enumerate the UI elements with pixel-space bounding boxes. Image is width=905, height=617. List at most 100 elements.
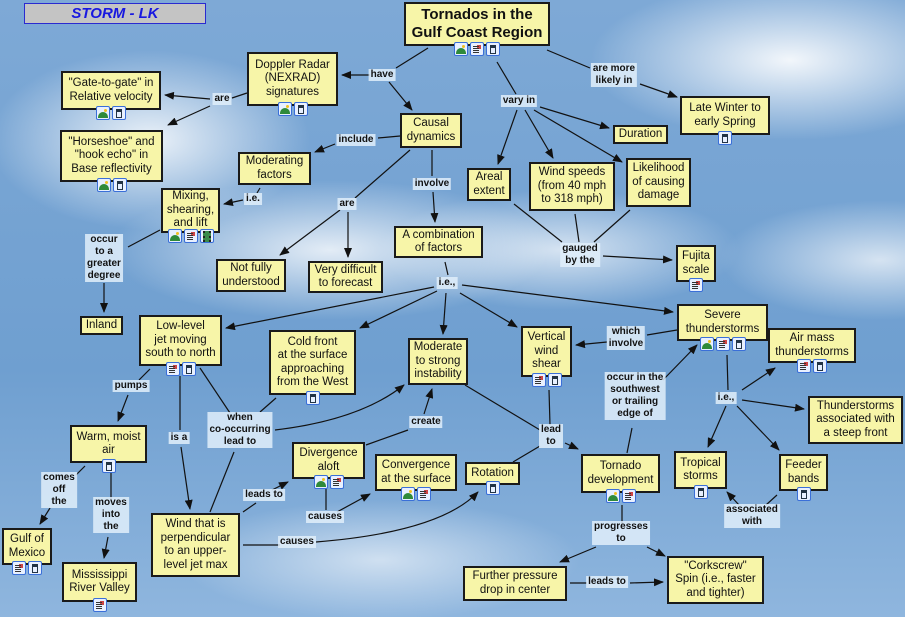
- concept-feeder[interactable]: Feeder bands: [779, 454, 828, 491]
- document-icon[interactable]: [183, 229, 198, 243]
- linking-phrase-occursw: occur in the southwest or trailing edge …: [604, 372, 666, 420]
- image-icon[interactable]: [277, 102, 292, 116]
- concept-mixing[interactable]: Mixing, shearing, and lift: [161, 188, 220, 233]
- concept-map-link-icon[interactable]: [28, 561, 42, 575]
- concept-map-link-icon[interactable]: [486, 42, 500, 56]
- connector-line: [199, 367, 231, 414]
- concept-latewinter[interactable]: Late Winter to early Spring: [680, 96, 770, 135]
- image-icon[interactable]: [454, 42, 468, 56]
- concept-map-link-icon[interactable]: [547, 373, 562, 387]
- arrow: [646, 546, 666, 557]
- concept-warm[interactable]: Warm, moist air: [70, 425, 147, 463]
- linking-phrase-are1: are: [212, 93, 232, 105]
- concept-coldfront[interactable]: Cold front at the surface approaching fr…: [269, 330, 356, 395]
- linking-phrase-gauged: gauged by the: [560, 243, 600, 267]
- concept-map-link-icon[interactable]: [485, 481, 500, 495]
- concept-inland[interactable]: Inland: [80, 316, 123, 335]
- document-icon[interactable]: [531, 373, 546, 387]
- concept-map-link-icon[interactable]: [101, 459, 116, 473]
- document-icon[interactable]: [417, 487, 431, 501]
- concept-windspeeds[interactable]: Wind speeds (from 40 mph to 318 mph): [529, 162, 615, 211]
- concept-causal[interactable]: Causal dynamics: [400, 113, 462, 148]
- concept-lowlevel[interactable]: Low-level jet moving south to north: [139, 315, 222, 366]
- connector-line: [365, 429, 409, 446]
- concept-airmass[interactable]: Air mass thunderstorms: [768, 328, 856, 363]
- video-icon[interactable]: [199, 229, 214, 243]
- resource-icons-gulf: [12, 561, 42, 575]
- concept-map-link-icon[interactable]: [112, 106, 126, 120]
- concept-tropical[interactable]: Tropical storms: [674, 451, 727, 489]
- document-icon[interactable]: [689, 278, 703, 292]
- concept-vertical[interactable]: Vertical wind shear: [521, 326, 572, 377]
- arrow: [707, 405, 727, 448]
- concept-title[interactable]: Tornados in the Gulf Coast Region: [404, 2, 550, 46]
- concept-map-link-icon[interactable]: [813, 359, 827, 373]
- concept-divergence[interactable]: Divergence aloft: [292, 442, 365, 479]
- concept-map-link-icon[interactable]: [293, 102, 308, 116]
- resource-icons-latewinter: [718, 131, 732, 145]
- concept-severe[interactable]: Severe thunderstorms: [677, 304, 768, 341]
- concept-mississippi[interactable]: Mississippi River Valley: [62, 562, 137, 602]
- concept-map-link-icon[interactable]: [718, 131, 732, 145]
- connector-line: [626, 427, 633, 454]
- image-icon[interactable]: [605, 489, 620, 503]
- concept-further[interactable]: Further pressure drop in center: [463, 566, 567, 601]
- concept-areal[interactable]: Areal extent: [467, 168, 511, 201]
- concept-map-link-icon[interactable]: [181, 362, 196, 376]
- document-icon[interactable]: [165, 362, 180, 376]
- arrow: [497, 109, 518, 165]
- linking-phrase-involve: involve: [412, 178, 452, 190]
- curved-arrow: [274, 384, 405, 431]
- document-icon[interactable]: [470, 42, 484, 56]
- arrow: [180, 446, 193, 510]
- image-icon[interactable]: [96, 178, 111, 192]
- arrow: [741, 399, 805, 412]
- document-icon[interactable]: [92, 598, 107, 612]
- concept-moderate[interactable]: Moderate to strong instability: [408, 338, 468, 385]
- concept-gulf[interactable]: Gulf of Mexico: [2, 528, 52, 565]
- image-icon[interactable]: [167, 229, 182, 243]
- concept-combination[interactable]: A combination of factors: [394, 226, 483, 258]
- concept-notfully[interactable]: Not fully understood: [216, 259, 286, 292]
- image-icon[interactable]: [313, 475, 328, 489]
- arrow: [279, 209, 341, 256]
- arrow: [314, 143, 336, 153]
- concept-duration[interactable]: Duration: [613, 125, 668, 144]
- arrow: [639, 83, 678, 98]
- resource-icons-feeder: [796, 487, 811, 501]
- concept-verydiff[interactable]: Very difficult to forecast: [308, 261, 383, 293]
- concept-windperp[interactable]: Wind that is perpendicular to an upper- …: [151, 513, 240, 577]
- document-icon[interactable]: [329, 475, 344, 489]
- concept-horseshoe[interactable]: "Horseshoe" and "hook echo" in Base refl…: [60, 130, 163, 182]
- document-icon[interactable]: [797, 359, 811, 373]
- image-icon[interactable]: [401, 487, 415, 501]
- arrow: [164, 91, 211, 100]
- concept-map-link-icon[interactable]: [731, 337, 746, 351]
- linking-phrase-movesinto: moves into the: [93, 497, 129, 533]
- concept-map-link-icon[interactable]: [796, 487, 811, 501]
- connector-line: [259, 397, 277, 413]
- image-icon[interactable]: [96, 106, 110, 120]
- concept-gate[interactable]: "Gate-to-gate" in Relative velocity: [61, 71, 161, 110]
- concept-map-link-icon[interactable]: [112, 178, 127, 192]
- linking-phrase-progresses: progresses to: [592, 521, 650, 545]
- concept-corkscrew[interactable]: "Corkscrew" Spin (i.e., faster and tight…: [667, 556, 764, 604]
- document-icon[interactable]: [715, 337, 730, 351]
- concept-moderating[interactable]: Moderating factors: [238, 152, 311, 185]
- arrow: [117, 394, 129, 422]
- concept-steepfront[interactable]: Thunderstorms associated with a steep fr…: [808, 396, 903, 444]
- resource-icons-vertical: [531, 373, 562, 387]
- connector-line: [513, 203, 563, 243]
- concept-map-link-icon[interactable]: [693, 485, 708, 499]
- concept-likelihood[interactable]: Likelihood of causing damage: [626, 158, 691, 207]
- document-icon[interactable]: [12, 561, 26, 575]
- concept-doppler[interactable]: Doppler Radar (NEXRAD) signatures: [247, 52, 338, 106]
- document-icon[interactable]: [621, 489, 636, 503]
- concept-map-link-icon[interactable]: [305, 391, 320, 405]
- concept-tornado[interactable]: Tornado development: [581, 454, 660, 493]
- resource-icons-gate: [96, 106, 126, 120]
- concept-convergence[interactable]: Convergence at the surface: [375, 454, 457, 491]
- connector-line: [546, 49, 591, 69]
- concept-fujita[interactable]: Fujita scale: [676, 245, 716, 282]
- image-icon[interactable]: [699, 337, 714, 351]
